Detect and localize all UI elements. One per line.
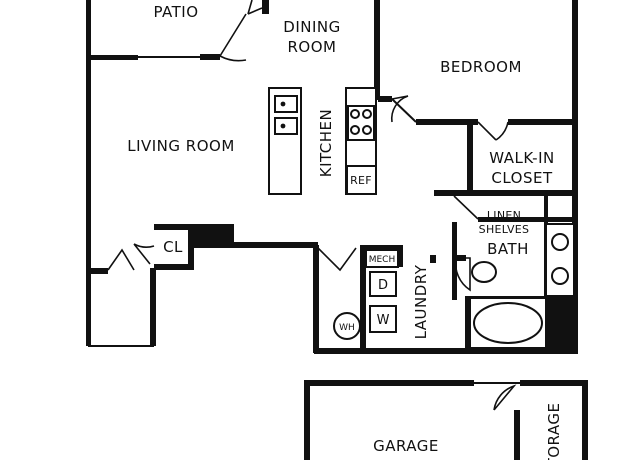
burner-icon <box>350 125 360 135</box>
burner-icon <box>362 109 372 119</box>
refrigerator-label: REF <box>350 174 372 187</box>
appliance-labels: REF MECH D W WH <box>339 174 395 333</box>
bedroom-label: BEDROOM <box>440 58 522 76</box>
bath-label: BATH <box>487 240 529 258</box>
dining-label-2: ROOM <box>288 38 337 56</box>
linen-label-1: LINEN <box>487 209 521 222</box>
thin-lines <box>88 0 520 384</box>
dryer-label: D <box>378 278 388 293</box>
mech-box <box>365 249 399 268</box>
walkin-label-1: WALK-IN <box>489 149 554 167</box>
doors <box>107 0 517 411</box>
garage-label: GARAGE <box>373 437 439 455</box>
burner-icon <box>362 125 372 135</box>
linen-label-2: SHELVES <box>479 223 530 236</box>
dryer <box>369 271 397 297</box>
washer <box>369 305 397 333</box>
laundry-fixtures <box>333 249 399 340</box>
kitchen-fixtures <box>268 87 377 195</box>
walkin-label-2: CLOSET <box>491 169 553 187</box>
mech-label: MECH <box>369 255 396 265</box>
living-room-label: LIVING ROOM <box>127 137 235 155</box>
closet-label: CL <box>163 238 183 256</box>
toilet <box>471 261 497 283</box>
laundry-label: LAUNDRY <box>412 264 430 339</box>
washer-label: W <box>377 313 390 328</box>
kitchen-label: KITCHEN <box>317 109 335 178</box>
patio-label: PATIO <box>153 3 198 21</box>
dining-label-1: DINING <box>283 18 340 36</box>
tub-basin <box>473 302 543 344</box>
storage-label: STORAGE <box>545 403 563 460</box>
room-labels: PATIO DINING ROOM BEDROOM LIVING ROOM KI… <box>127 3 563 460</box>
water-heater <box>333 312 361 340</box>
water-heater-label: WH <box>339 323 355 333</box>
bath-fixtures <box>469 223 575 349</box>
sink-basin-2 <box>274 117 298 135</box>
burner-icon <box>350 109 360 119</box>
sink-basin-1 <box>274 95 298 113</box>
refrigerator <box>346 165 377 195</box>
